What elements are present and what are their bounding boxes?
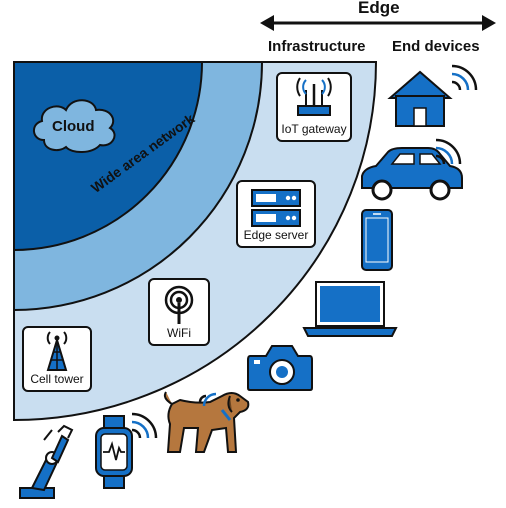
cell-tower-label: Cell tower <box>30 372 84 386</box>
wifi-label: WiFi <box>167 326 191 340</box>
smartphone-icon <box>361 209 393 271</box>
wifi-card: WiFi <box>148 278 210 346</box>
laptop-icon <box>302 281 398 337</box>
wifi-access-point-icon <box>164 285 194 324</box>
cloud-icon <box>33 99 116 153</box>
house-icon <box>387 64 478 127</box>
cell-tower-icon <box>46 331 68 371</box>
camera-icon <box>247 345 313 391</box>
cloud-label: Cloud <box>52 118 95 135</box>
edge-server-card: Edge server <box>236 180 316 248</box>
iot-gateway-card: IoT gateway <box>276 72 352 142</box>
edge-range-arrow <box>260 15 496 31</box>
edge-title: Edge <box>358 0 400 17</box>
smartwatch-icon <box>95 412 158 489</box>
car-icon <box>361 138 463 201</box>
cell-tower-card: Cell tower <box>22 326 92 392</box>
router-icon <box>296 77 332 116</box>
dog-with-collar-icon <box>163 391 250 453</box>
edge-server-label: Edge server <box>243 228 309 242</box>
server-icon <box>251 189 301 227</box>
end-devices-heading: End devices <box>392 38 480 55</box>
iot-gateway-label: IoT gateway <box>281 122 347 136</box>
infrastructure-heading: Infrastructure <box>268 38 366 55</box>
robot-arm-icon <box>19 424 74 499</box>
